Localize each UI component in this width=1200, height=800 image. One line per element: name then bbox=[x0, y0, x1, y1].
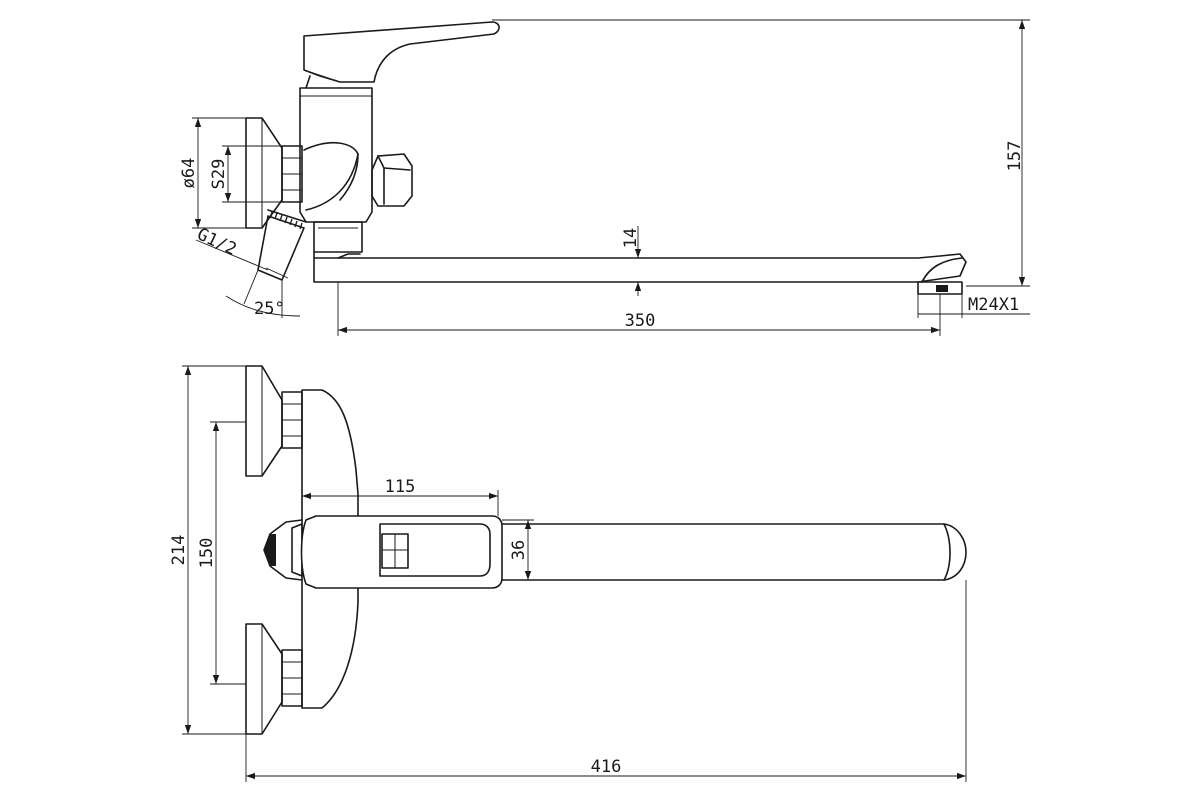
spout-top bbox=[497, 523, 967, 581]
upper-wall-flange bbox=[245, 365, 303, 477]
dim-diameter-64: ø64 bbox=[179, 117, 246, 229]
dim-wrench-29: S29 bbox=[209, 145, 282, 203]
dim-width-214: 214 bbox=[169, 365, 246, 735]
side-view: 157 ø64 S29 G1/2 25° bbox=[179, 19, 1030, 336]
handle-lever bbox=[303, 21, 500, 89]
handle-top bbox=[300, 515, 503, 589]
dim-reach-350: 350 bbox=[337, 282, 941, 336]
dim-centers-150: 150 bbox=[197, 421, 246, 685]
label-115: 115 bbox=[385, 477, 416, 497]
label-m24x1: M24X1 bbox=[968, 295, 1019, 315]
label-g12: G1/2 bbox=[194, 224, 240, 259]
label-dia-64: ø64 bbox=[179, 158, 199, 189]
label-214: 214 bbox=[169, 535, 189, 566]
top-view: 214 150 115 36 416 bbox=[169, 365, 967, 782]
label-157: 157 bbox=[1005, 141, 1025, 172]
lower-wall-flange bbox=[245, 623, 303, 735]
label-25deg: 25° bbox=[254, 299, 285, 319]
eccentric-connector bbox=[257, 209, 307, 281]
wall-flange bbox=[245, 117, 283, 229]
dim-spout-14: 14 bbox=[621, 226, 642, 296]
label-36: 36 bbox=[509, 540, 529, 560]
hex-nut bbox=[281, 145, 303, 203]
label-350: 350 bbox=[625, 311, 656, 331]
label-150: 150 bbox=[197, 538, 217, 569]
dim-handle-36: 36 bbox=[502, 519, 534, 581]
spout bbox=[313, 251, 967, 295]
dim-height-157: 157 bbox=[492, 19, 1030, 287]
label-416: 416 bbox=[591, 757, 622, 777]
diverter-knob bbox=[371, 153, 413, 207]
dim-aerator-m24: M24X1 bbox=[917, 294, 1030, 318]
dim-thread-g12: G1/2 bbox=[194, 224, 289, 279]
mixer-body-top bbox=[263, 389, 359, 709]
mixer-body bbox=[299, 87, 373, 253]
label-s29: S29 bbox=[209, 159, 229, 190]
label-14: 14 bbox=[621, 228, 641, 248]
dim-angle-25: 25° bbox=[225, 269, 301, 319]
dim-handle-115: 115 bbox=[301, 477, 499, 516]
dim-length-416: 416 bbox=[245, 580, 967, 782]
